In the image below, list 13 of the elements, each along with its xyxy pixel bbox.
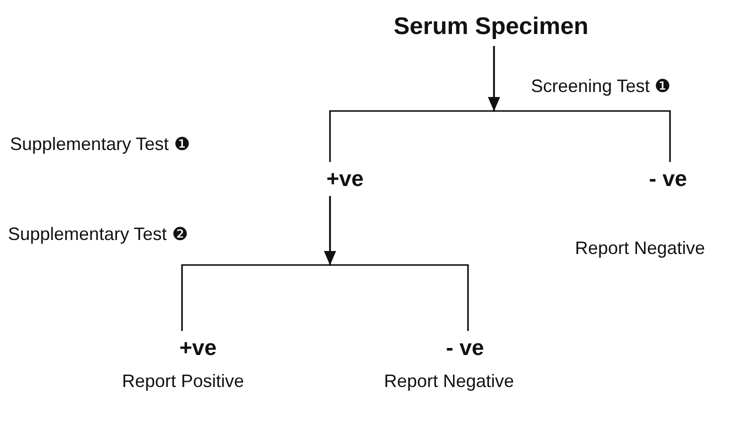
result-text: - ve xyxy=(649,166,687,192)
heading-text: Serum Specimen xyxy=(394,12,588,42)
outcome-text: Report Positive xyxy=(122,370,244,392)
test-label: Supplementary Test ❶ xyxy=(10,133,190,155)
outcome-text: Report Negative xyxy=(574,237,706,259)
result-text: +ve xyxy=(179,335,217,361)
test-label: Screening Test ❶ xyxy=(531,75,671,97)
test-label: Supplementary Test ❷ xyxy=(8,223,188,245)
arrow xyxy=(488,46,671,162)
outcome-text: Report Negative xyxy=(384,370,514,392)
arrow xyxy=(324,196,469,331)
result-text: +ve xyxy=(326,166,364,192)
result-text: - ve xyxy=(446,335,484,361)
